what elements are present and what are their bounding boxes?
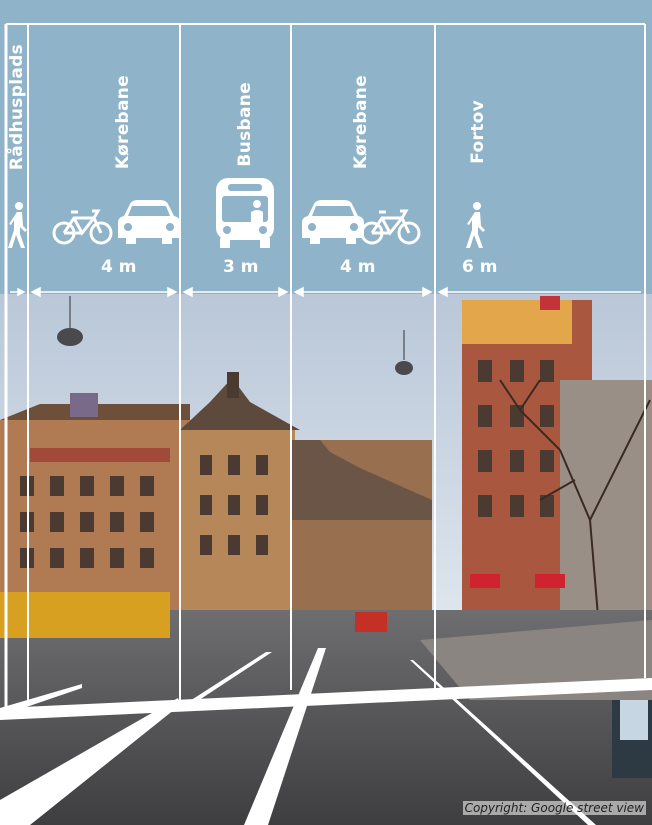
lane-marking-right — [410, 660, 596, 825]
pedestrian-icon — [466, 202, 485, 248]
lane-lines — [0, 23, 652, 825]
lane-width-fortov: 6 m — [462, 257, 498, 277]
lane-width-korebane-1: 4 m — [101, 257, 137, 277]
lane-name-korebane-2: Kørebane — [351, 75, 371, 170]
lane-name-radhusplads: Rådhusplads — [7, 44, 27, 171]
pedestrian-icon — [8, 202, 27, 248]
lane-name-busbane: Busbane — [235, 82, 255, 167]
bus-icon — [216, 178, 274, 248]
shop-sign — [470, 574, 500, 588]
windows — [20, 360, 554, 568]
lane-width-busbane: 3 m — [223, 257, 259, 277]
dimension-arrows — [10, 286, 641, 298]
lane-name-korebane-1: Kørebane — [113, 75, 133, 170]
lane-name-fortov: Fortov — [468, 100, 488, 164]
cross-section-band — [0, 0, 652, 294]
hanging-lamps — [57, 296, 413, 375]
lane-marking-left — [0, 698, 180, 825]
building-far — [292, 440, 432, 610]
band-lines — [4, 23, 646, 300]
lane-marking-center — [244, 648, 326, 825]
sidewalk — [420, 620, 652, 700]
car-icon — [118, 200, 180, 244]
tree — [499, 379, 651, 641]
bicycle-icon — [52, 209, 113, 245]
yellow-bus — [0, 592, 170, 638]
lane-marking-edge — [0, 684, 82, 716]
copyright-caption: Copyright: Google street view — [462, 801, 646, 815]
car-icon — [302, 200, 364, 244]
red-car — [355, 612, 387, 632]
lane-marking-bus — [182, 652, 272, 706]
shop-sign — [535, 574, 565, 588]
lane-width-korebane-2: 4 m — [340, 257, 376, 277]
bicycle-icon — [360, 209, 421, 245]
